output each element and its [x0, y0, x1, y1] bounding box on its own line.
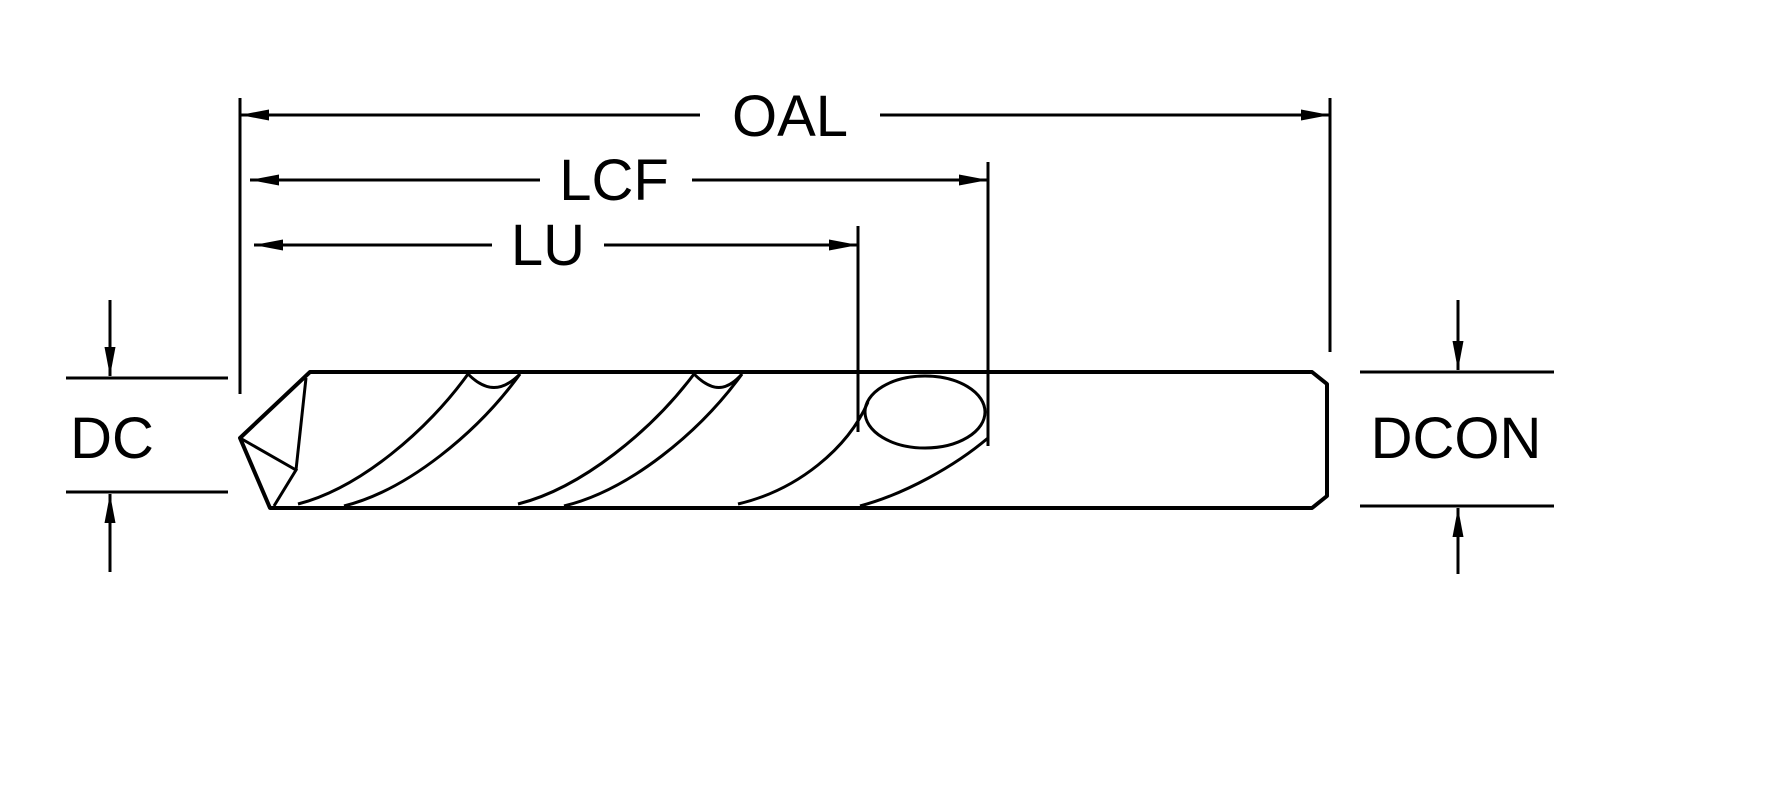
- flute-top-wrap-2: [692, 372, 744, 389]
- drill-tip-facet-lines: [239, 436, 299, 507]
- flute-curve-5: [737, 401, 870, 506]
- dimension-dcon: DCON: [1360, 300, 1554, 574]
- flute-curve-2: [343, 373, 522, 508]
- drill-silhouette: [238, 370, 1329, 510]
- dimension-lcf: LCF: [250, 148, 990, 446]
- dimension-lu: LU: [254, 213, 860, 432]
- flute-runout-oval: [863, 374, 987, 450]
- lu-label: LU: [511, 213, 585, 278]
- dcon-label: DCON: [1371, 406, 1542, 471]
- drill-tip-edge-line: [294, 377, 308, 471]
- flute-curve-1: [297, 373, 470, 506]
- flute-top-wrap-1: [466, 372, 522, 389]
- dc-label: DC: [70, 406, 154, 471]
- drill-bit-drawing: [238, 370, 1329, 510]
- lcf-label: LCF: [559, 148, 669, 213]
- flute-runout-tail: [859, 436, 989, 508]
- dimension-oal: OAL: [238, 84, 1332, 394]
- dimension-dc: DC: [66, 300, 228, 572]
- oal-label: OAL: [732, 84, 848, 149]
- flute-curve-3: [517, 373, 696, 506]
- flute-curve-4: [563, 373, 744, 508]
